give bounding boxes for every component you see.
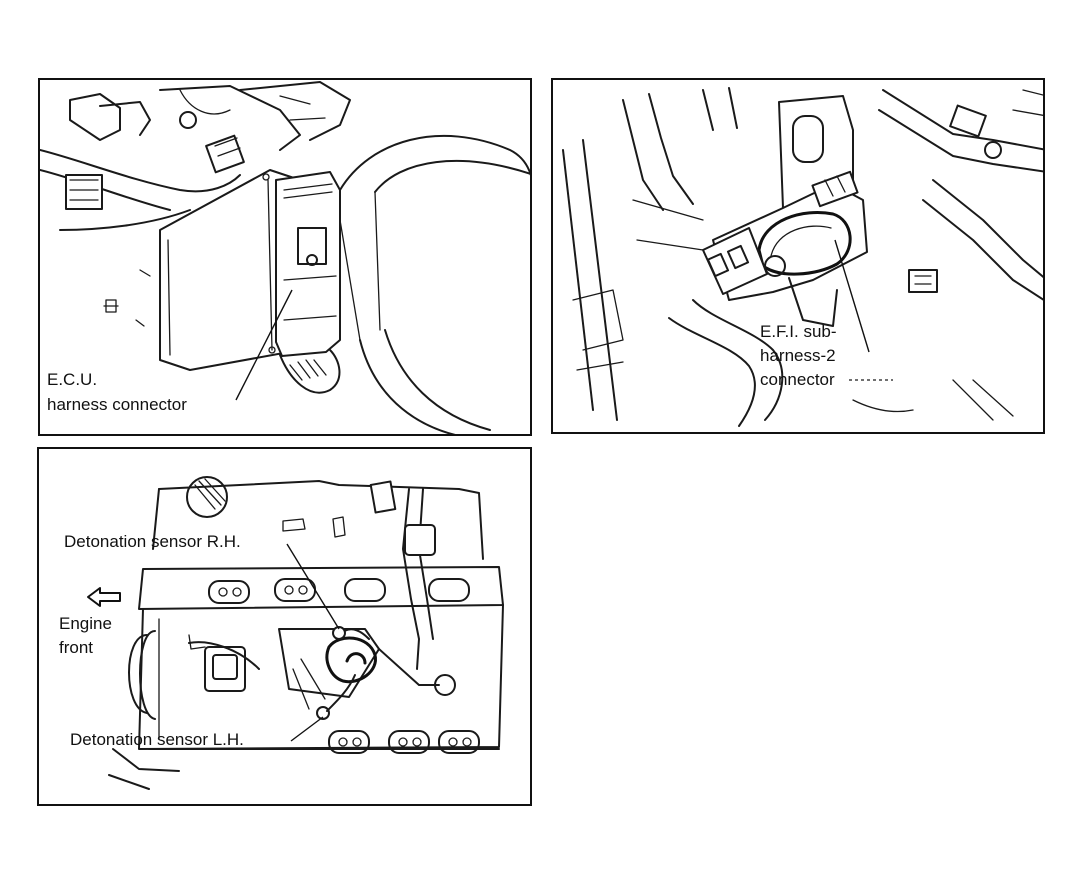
ecu-harness-connector-panel: E.C.U. harness connector [38,78,532,436]
efi-sub-harness-connector-panel: E.F.I. sub- harness-2 connector [551,78,1045,434]
engine-front-label-line2: front [59,638,94,657]
efi-label-line2: harness-2 [760,346,836,365]
ecu-label-line1: E.C.U. [47,370,98,389]
detonation-sensor-panel: Detonation sensor R.H. Detonation sensor… [37,447,532,806]
engine-top-view-illustration [108,476,504,790]
efi-label-line3: connector [760,370,835,389]
ecu-label-line2: harness connector [47,395,187,414]
detonation-sensor-rh-label: Detonation sensor R.H. [64,532,241,551]
efi-illustration [562,87,1043,427]
efi-label-line1: E.F.I. sub- [760,322,837,341]
engine-front-label-line1: Engine [59,614,112,633]
arrow-left-icon [87,587,121,607]
ecu-illustration [40,81,530,434]
detonation-sensor-lh-label: Detonation sensor L.H. [70,730,244,749]
